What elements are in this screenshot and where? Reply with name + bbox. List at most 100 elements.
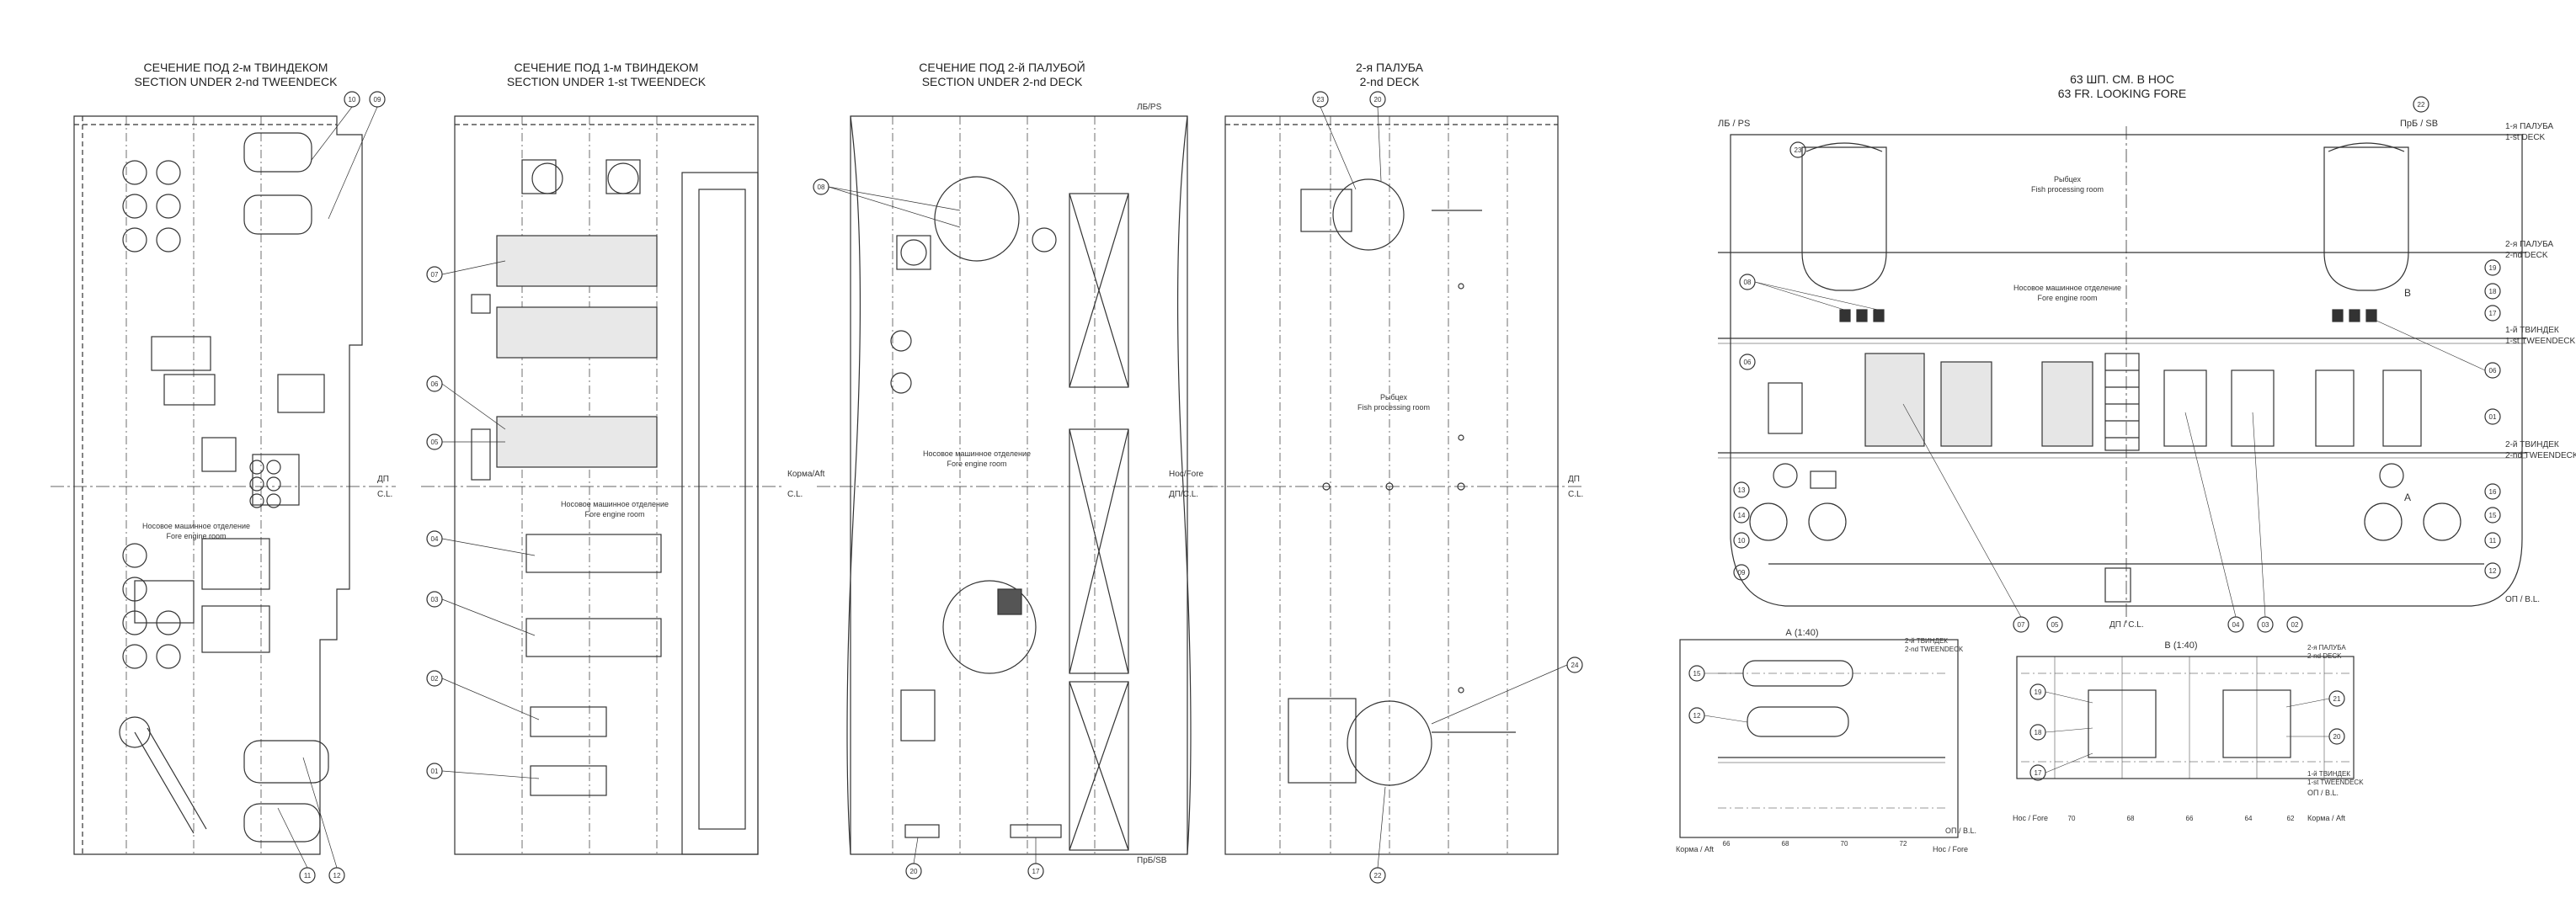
callout: 03 <box>431 596 439 603</box>
tick-label: 70 <box>1841 840 1848 848</box>
view4-callouts: 23 20 24 22 <box>1312 91 1583 884</box>
view5-fish-ru: Рыбцех <box>2054 175 2081 183</box>
callout: 04 <box>2232 621 2240 629</box>
view5-deck2-en: 2-nd DECK <box>2505 251 2548 260</box>
callout: 11 <box>2489 537 2497 545</box>
view5-tw1-ru: 1-й ТВИНДЕК <box>2505 326 2559 335</box>
view4-cl-label: C.L. <box>1568 490 1583 499</box>
view3-cl-label: C.L. <box>787 490 803 499</box>
callout: 07 <box>431 271 439 279</box>
view4-room-ru: Рыбцех <box>1380 393 1407 401</box>
callout: 09 <box>1738 569 1746 577</box>
tick-label: 70 <box>2068 815 2076 822</box>
view5-ps-label: ЛБ / PS <box>1718 119 1750 129</box>
view5-mark-b: В <box>2404 287 2411 299</box>
view5-deck1-en: 1-st DECK <box>2505 133 2546 142</box>
tick-label: 72 <box>1900 840 1907 848</box>
detail-a-tw2-en: 2-nd TWEENDECK <box>1905 646 1964 653</box>
view1-room-en: Fore engine room <box>166 532 226 540</box>
view5-callouts: 23 22 08 06 13 14 10 09 19 18 17 16 15 1… <box>1733 96 2501 633</box>
view2-plan <box>421 115 783 855</box>
view5-title-ru: 63 ШП. СМ. В НОС <box>2070 72 2174 86</box>
view5-engine-en: Fore engine room <box>2037 294 2097 302</box>
callout: 19 <box>2035 688 2042 696</box>
callout: 01 <box>431 768 439 775</box>
view5-fish-en: Fish processing room <box>2031 185 2104 194</box>
callout: 17 <box>2035 769 2042 777</box>
view1-title-en: SECTION UNDER 2-nd TWEENDECK <box>134 75 338 88</box>
view5-tw2-ru: 2-й ТВИНДЕК <box>2505 440 2559 449</box>
callout: 10 <box>1738 537 1746 545</box>
view1-plan <box>51 115 396 855</box>
callout: 09 <box>374 96 381 104</box>
callout: 04 <box>431 535 439 543</box>
view3-callouts: 08 20 17 <box>813 178 1044 880</box>
view2-title: СЕЧЕНИЕ ПОД 1-м ТВИНДЕКОМ SECTION UNDER … <box>497 61 716 89</box>
callout: 15 <box>2489 512 2497 519</box>
detail-b-deck2-en: 2-nd DECK <box>2307 652 2342 660</box>
view1-callouts: 10 09 11 12 <box>277 91 386 884</box>
detail-a-title: А (1:40) <box>1785 628 1818 638</box>
callout: 02 <box>431 675 439 683</box>
view5-tw2-en: 2-nd TWEENDECK <box>2505 451 2576 460</box>
tick-label: 68 <box>2127 815 2135 822</box>
callout: 03 <box>2262 621 2269 629</box>
view5-title: 63 ШП. СМ. В НОС 63 FR. LOOKING FORE <box>2021 72 2223 101</box>
view3-title: СЕЧЕНИЕ ПОД 2-й ПАЛУБОЙ SECTION UNDER 2-… <box>893 61 1112 89</box>
callout: 20 <box>910 868 918 875</box>
detail-b-deck2-ru: 2-я ПАЛУБА <box>2307 644 2346 651</box>
callout: 01 <box>2489 413 2497 421</box>
view2-callouts: 07 06 05 04 03 02 01 <box>426 260 540 779</box>
detail-a-aft: Корма / Aft <box>1676 845 1714 853</box>
callout: 12 <box>1693 712 1701 720</box>
callout: 06 <box>431 380 439 388</box>
callout: 20 <box>1374 96 1382 104</box>
callout: 12 <box>2489 567 2497 575</box>
view5-section <box>1718 126 2526 623</box>
detail-a-fore: Нос / Fore <box>1933 845 1968 853</box>
callout: 08 <box>1744 279 1752 286</box>
callout: 23 <box>1317 96 1325 104</box>
callout: 02 <box>2291 621 2299 629</box>
callout: 20 <box>2333 733 2341 741</box>
detail-a-tw2-ru: 2-й ТВИНДЕК <box>1905 637 1948 645</box>
view3-title-ru: СЕЧЕНИЕ ПОД 2-й ПАЛУБОЙ <box>919 61 1085 74</box>
view3-plan <box>817 115 1213 855</box>
detail-b <box>2016 656 2355 779</box>
view3-room-en: Fore engine room <box>947 460 1006 468</box>
callout: 06 <box>1744 359 1752 366</box>
view1-title: СЕЧЕНИЕ ПОД 2-м ТВИНДЕКОМ SECTION UNDER … <box>126 61 345 89</box>
detail-a-callouts: 15 12 <box>1688 665 1748 724</box>
tick-label: 66 <box>1723 840 1731 848</box>
detail-a-bl: ОП / B.L. <box>1945 827 1976 835</box>
callout: 08 <box>818 183 825 191</box>
view2-room-en: Fore engine room <box>584 510 644 518</box>
detail-b-tw1-ru: 1-й ТВИНДЕК <box>2307 770 2350 778</box>
callout: 12 <box>333 872 341 880</box>
detail-b-title: В (1:40) <box>2164 641 2197 651</box>
view3-aft-label: Корма/Aft <box>787 470 825 479</box>
view5-engine-ru: Носовое машинное отделение <box>2013 284 2121 292</box>
view5-mark-a: А <box>2404 492 2411 503</box>
view4-title: 2-я ПАЛУБА 2-nd DECK <box>1305 61 1474 89</box>
tick-label: 68 <box>1782 840 1789 848</box>
tick-label: 62 <box>2287 815 2295 822</box>
view2-title-ru: СЕЧЕНИЕ ПОД 1-м ТВИНДЕКОМ <box>514 61 699 74</box>
view5-deck2-ru: 2-я ПАЛУБА <box>2505 240 2553 249</box>
detail-b-ticks: 70 68 66 64 62 <box>2068 815 2295 822</box>
callout: 05 <box>2051 621 2059 629</box>
callout: 21 <box>2333 695 2341 703</box>
view3-room-ru: Носовое машинное отделение <box>923 449 1031 458</box>
view4-dp-label: ДП <box>1568 475 1580 484</box>
view4-room-en: Fish processing room <box>1357 403 1430 412</box>
view3-sb-label: ПрБ/SB <box>1137 856 1167 865</box>
callout: 18 <box>2489 288 2497 295</box>
callout: 14 <box>1738 512 1746 519</box>
view3-ps-label: ЛБ/PS <box>1137 103 1162 112</box>
detail-b-fore: Нос / Fore <box>2013 814 2048 822</box>
view5-tw1-en: 1-st TWEENDECK <box>2505 337 2575 346</box>
view5-deck1-ru: 1-я ПАЛУБА <box>2505 122 2553 131</box>
callout: 13 <box>1738 486 1746 494</box>
view5-title-en: 63 FR. LOOKING FORE <box>2057 87 2187 100</box>
